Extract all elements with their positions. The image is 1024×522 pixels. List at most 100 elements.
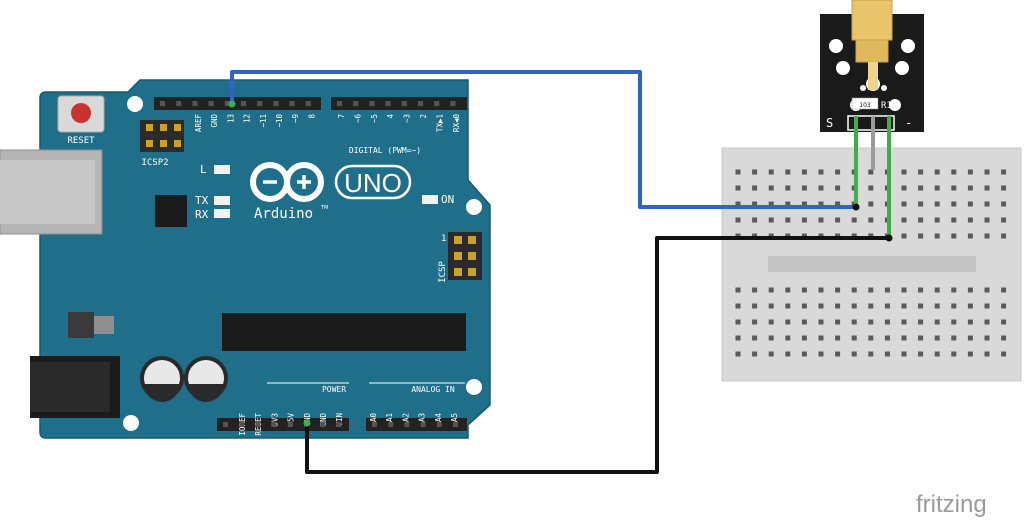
breadboard-hole <box>752 185 758 191</box>
breadboard-hole <box>868 303 874 309</box>
mount-hole <box>123 415 139 431</box>
analog-header <box>366 418 467 431</box>
breadboard-hole <box>984 169 990 175</box>
breadboard-hole <box>835 201 841 207</box>
breadboard-hole <box>835 185 841 191</box>
breadboard-hole <box>735 217 741 223</box>
breadboard-hole <box>901 351 907 357</box>
breadboard-hole <box>835 169 841 175</box>
breadboard-hole <box>785 319 791 325</box>
minus-pin-label: - <box>905 116 912 130</box>
breadboard-hole <box>984 201 990 207</box>
header-hole <box>436 422 442 427</box>
breadboard-hole <box>801 287 807 293</box>
breadboard-hole <box>868 185 874 191</box>
pin-label: ~11 <box>259 114 268 128</box>
header-hole <box>388 422 394 427</box>
breadboard-hole <box>868 319 874 325</box>
r1-label: R1 <box>881 101 892 111</box>
pin-label: 3V3 <box>270 413 279 427</box>
breadboard-hole <box>918 217 924 223</box>
pin-label: A4 <box>434 413 443 423</box>
gnd-connection <box>303 419 311 427</box>
arduino-logo <box>250 162 325 202</box>
breadboard-hole <box>967 233 973 239</box>
breadboard-hole <box>884 335 890 341</box>
breadboard-hole <box>818 169 824 175</box>
breadboard-hole <box>934 303 940 309</box>
microcontroller <box>222 313 466 351</box>
icsp-pin1-label: 1 <box>441 234 446 244</box>
mount-hole <box>466 379 482 395</box>
breadboard-hole <box>735 169 741 175</box>
breadboard-hole <box>868 169 874 175</box>
breadboard-hole <box>1001 169 1007 175</box>
header-hole <box>257 101 263 106</box>
breadboard-hole <box>801 217 807 223</box>
breadboard-hole <box>934 169 940 175</box>
breadboard-hole <box>951 319 957 325</box>
breadboard-hole <box>801 185 807 191</box>
pin-label: VIN <box>335 413 344 427</box>
breadboard-hole <box>951 217 957 223</box>
breadboard-hole <box>801 169 807 175</box>
breadboard-hole <box>918 351 924 357</box>
breadboard-hole <box>752 201 758 207</box>
breadboard-hole <box>801 335 807 341</box>
breadboard-hole <box>984 217 990 223</box>
pin-label: 13 <box>226 114 235 123</box>
breadboard-hole <box>735 287 741 293</box>
laser-module: 103 R1 S - <box>820 0 924 238</box>
bb-signal-connection <box>852 203 860 211</box>
pin-label: ~3 <box>403 114 412 123</box>
breadboard-hole <box>1001 201 1007 207</box>
voltage-regulator <box>68 312 94 338</box>
pin-label: 8 <box>307 114 316 119</box>
breadboard-hole <box>818 319 824 325</box>
pin-label: 7 <box>337 114 346 119</box>
breadboard-hole <box>901 233 907 239</box>
capacitor-1 <box>140 356 184 402</box>
breadboard-hole <box>934 335 940 341</box>
breadboard-hole <box>884 287 890 293</box>
breadboard-hole <box>901 303 907 309</box>
breadboard-hole <box>801 201 807 207</box>
power-label: POWER <box>322 385 346 394</box>
breadboard-hole <box>851 319 857 325</box>
breadboard-hole <box>818 217 824 223</box>
breadboard-hole <box>918 169 924 175</box>
breadboard-hole <box>967 185 973 191</box>
breadboard-hole <box>967 169 973 175</box>
reset-button[interactable] <box>57 95 105 133</box>
breadboard-hole <box>868 351 874 357</box>
breadboard-hole <box>901 185 907 191</box>
pin-13-connection <box>228 100 236 108</box>
breadboard-hole <box>1001 303 1007 309</box>
breadboard-hole <box>967 335 973 341</box>
header-hole <box>239 422 245 427</box>
breadboard-hole <box>835 319 841 325</box>
header-hole <box>289 101 295 106</box>
breadboard-hole <box>785 217 791 223</box>
icsp-label: ICSP <box>438 261 448 283</box>
pin-label: GND <box>319 413 328 427</box>
pin-label: AREF <box>194 114 203 133</box>
breadboard-hole <box>984 287 990 293</box>
breadboard-hole <box>967 201 973 207</box>
breadboard-hole <box>918 319 924 325</box>
breadboard-hole <box>951 351 957 357</box>
bb-ground-connection <box>885 234 893 242</box>
breadboard-hole <box>951 335 957 341</box>
header-hole <box>223 422 228 427</box>
header-hole <box>420 422 426 427</box>
breadboard-hole <box>735 201 741 207</box>
header-hole <box>305 101 311 106</box>
header-hole <box>372 422 377 427</box>
reset-label: RESET <box>67 136 95 146</box>
breadboard-hole <box>735 303 741 309</box>
breadboard-hole <box>835 217 841 223</box>
header-hole <box>404 422 410 427</box>
header-hole <box>273 101 279 106</box>
